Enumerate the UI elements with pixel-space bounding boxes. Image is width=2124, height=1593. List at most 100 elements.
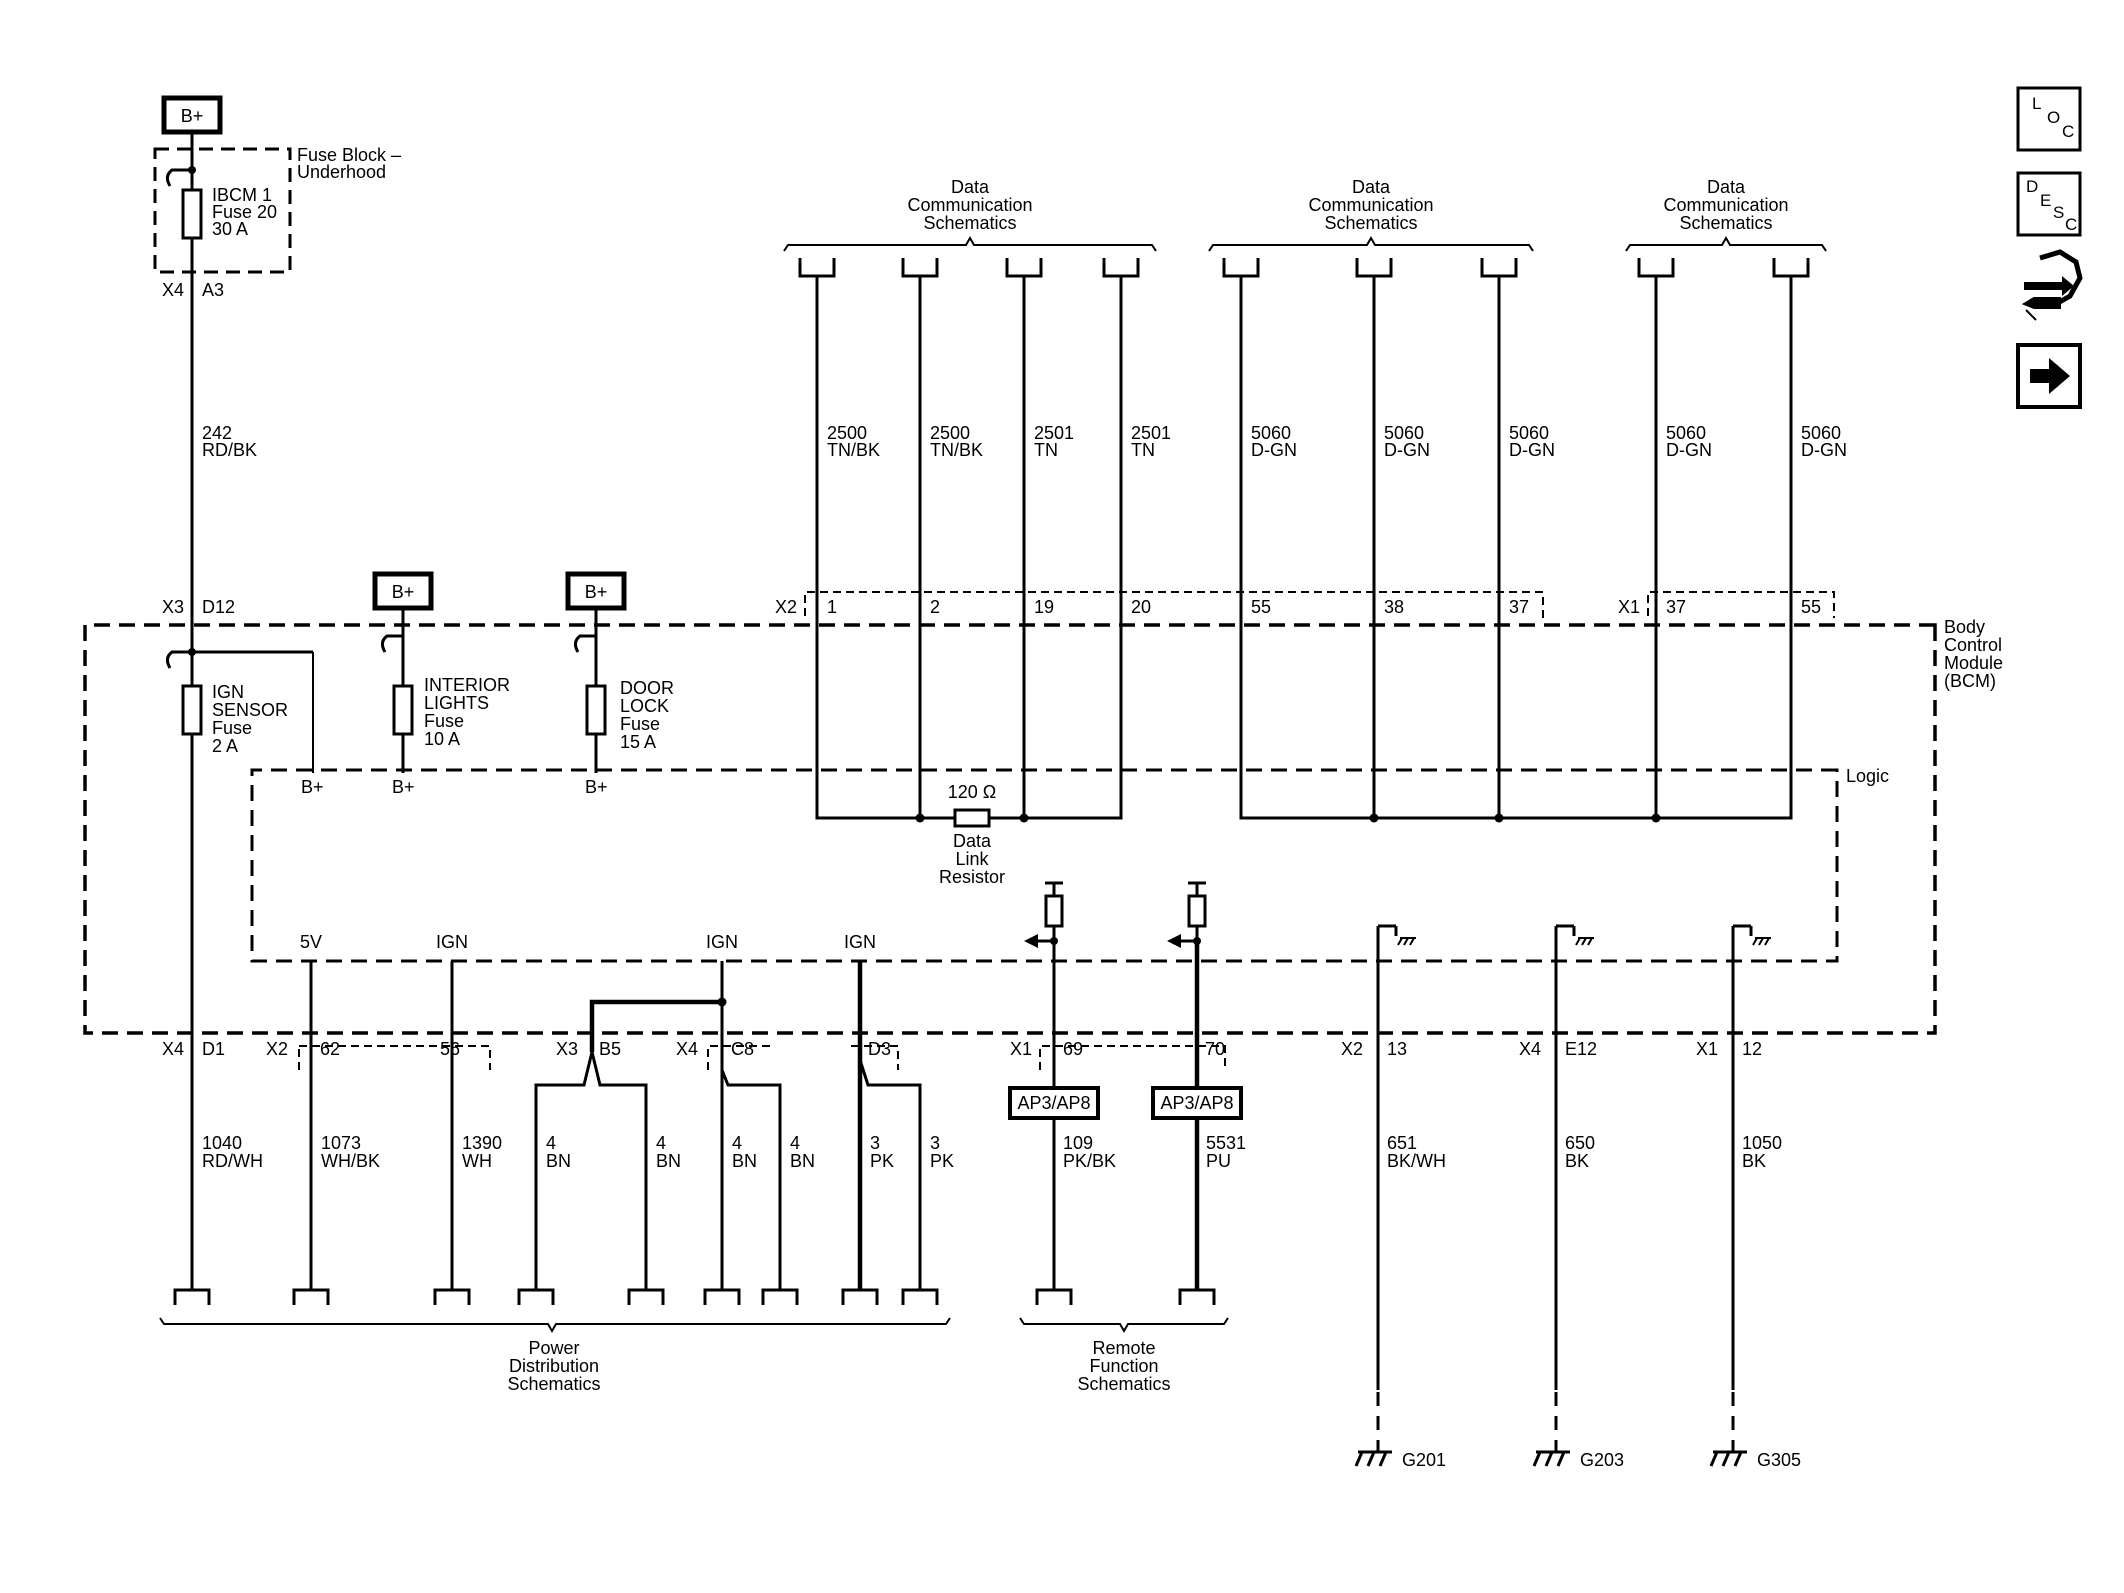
lin-bus xyxy=(1239,648,1793,820)
interior-lights-bplus-label: B+ xyxy=(392,777,415,797)
wire-splice-b5 xyxy=(589,999,722,1052)
connector-view-button[interactable] xyxy=(2021,249,2083,321)
power-wire-color: PK xyxy=(930,1151,954,1171)
connector-x2-bottom: X2 xyxy=(266,1039,288,1059)
door-lock-rating: 15 A xyxy=(620,732,656,752)
ign-sensor-fuse-label-3: Fuse xyxy=(212,718,252,738)
svg-text:E: E xyxy=(2040,191,2051,210)
feed-wire-color: RD/BK xyxy=(202,440,257,460)
data-wire-color: TN xyxy=(1131,440,1155,460)
loc-icon: L xyxy=(2032,94,2041,113)
data-wire-color: D-GN xyxy=(1251,440,1297,460)
pin-12: 12 xyxy=(1742,1039,1762,1059)
interior-lights-label-1: INTERIOR xyxy=(424,675,510,695)
data-wire-pin: 19 xyxy=(1034,597,1054,617)
power-wire-circuit: 1390 xyxy=(462,1133,502,1153)
output-5v: 5V xyxy=(300,932,322,952)
svg-text:AP3/AP8: AP3/AP8 xyxy=(1017,1093,1090,1113)
interior-lights-rating: 10 A xyxy=(424,729,460,749)
pin-d12: D12 xyxy=(202,597,235,617)
data-wire-color: D-GN xyxy=(1666,440,1712,460)
connector-x2-bottom-outline xyxy=(298,1045,491,1070)
ign-sensor-fuse-label-2: SENSOR xyxy=(212,700,288,720)
pin-d1: D1 xyxy=(202,1039,225,1059)
location-button[interactable]: L O C xyxy=(2016,86,2082,152)
data-wire-circuit: 5060 xyxy=(1801,423,1841,443)
data-wire-pin: 2 xyxy=(930,597,940,617)
bcm-title-2: Control xyxy=(1944,635,2002,655)
power-wire-color: BN xyxy=(790,1151,815,1171)
ign-sensor-fuse-rating: 2 A xyxy=(212,736,238,756)
fuse-block-title: Fuse Block – xyxy=(297,145,401,165)
data-comm-group-3: Data Communication Schematics xyxy=(1625,177,1827,252)
svg-text:Function: Function xyxy=(1089,1356,1158,1376)
data-wire-circuit: 5060 xyxy=(1384,423,1424,443)
data-wire-circuit: 2500 xyxy=(930,423,970,443)
svg-text:Data: Data xyxy=(1352,177,1391,197)
data-wire-pin: 38 xyxy=(1384,597,1404,617)
data-wire-pin: 55 xyxy=(1801,597,1821,617)
door-lock-fuse-icon xyxy=(585,684,607,736)
power-wire-circuit: 3 xyxy=(870,1133,880,1153)
ground-g203: G203 xyxy=(1532,1450,1624,1470)
interior-fuse-clip xyxy=(380,634,403,653)
output-ign-2: IGN xyxy=(706,932,738,952)
pin-e12: E12 xyxy=(1565,1039,1597,1059)
remote-function-bracket: Remote Function Schematics xyxy=(1019,1317,1229,1394)
pin-13: 13 xyxy=(1387,1039,1407,1059)
connector-x2-outline xyxy=(804,591,1544,618)
connector-x4-d1: X4 xyxy=(162,1039,184,1059)
fuse-block-underhood xyxy=(153,147,292,274)
interior-lights-label-3: Fuse xyxy=(424,711,464,731)
data-wire-circuit: 5060 xyxy=(1251,423,1291,443)
terminal-connector xyxy=(433,1288,471,1305)
terminal-connector xyxy=(627,1288,665,1305)
power-distribution-bracket: Power Distribution Schematics xyxy=(159,1317,951,1394)
data-wire-color: D-GN xyxy=(1384,440,1430,460)
ibcm1-fuse-rating: 30 A xyxy=(212,219,248,239)
desc-icon: D xyxy=(2026,177,2038,196)
data-wire-circuit: 2500 xyxy=(827,423,867,443)
connector-x4-ground: X4 xyxy=(1519,1039,1541,1059)
power-wire-color: BN xyxy=(656,1151,681,1171)
power-wire-circuit: 1073 xyxy=(321,1133,361,1153)
svg-text:Communication: Communication xyxy=(1663,195,1788,215)
connector-d3-outline xyxy=(851,1045,899,1070)
bcm-title-3: Module xyxy=(1944,653,2003,673)
svg-text:Schematics: Schematics xyxy=(923,213,1016,233)
connector-x3-bottom: X3 xyxy=(556,1039,578,1059)
svg-text:Data: Data xyxy=(1707,177,1746,197)
pin-56: 56 xyxy=(440,1039,460,1059)
fuse-block-clip xyxy=(165,168,192,187)
arrow-right-icon xyxy=(2030,358,2070,394)
remote-input-symbol-1 xyxy=(1024,881,1064,948)
door-lock-label-3: Fuse xyxy=(620,714,660,734)
connector-x2-top: X2 xyxy=(775,597,797,617)
description-button[interactable]: D E S C xyxy=(2016,171,2082,237)
power-wire-circuit: 4 xyxy=(546,1133,556,1153)
interior-lights-battery-source: B+ xyxy=(372,571,434,611)
pin-62: 62 xyxy=(320,1039,340,1059)
door-lock-battery-source: B+ xyxy=(565,571,627,611)
connector-x1-remote: X1 xyxy=(1010,1039,1032,1059)
data-wire-circuit: 5060 xyxy=(1509,423,1549,443)
ap3-ap8-splice-1: AP3/AP8 xyxy=(1008,1086,1100,1120)
data-comm-wires: 2500TN/BK12500TN/BK22501TN192501TN205060… xyxy=(798,258,1847,818)
svg-text:B+: B+ xyxy=(585,582,608,602)
next-page-button[interactable] xyxy=(2016,343,2082,409)
data-wire-color: TN/BK xyxy=(827,440,880,460)
door-lock-label-1: DOOR xyxy=(620,678,674,698)
connector-wrench-icon xyxy=(2039,249,2083,307)
wire-b5-right xyxy=(590,1051,648,1290)
wire-109-circuit: 109 xyxy=(1063,1133,1093,1153)
bcm-title-4: (BCM) xyxy=(1944,671,1996,691)
svg-text:Communication: Communication xyxy=(907,195,1032,215)
wire-5531-color: PU xyxy=(1206,1151,1231,1171)
terminal-connector xyxy=(517,1288,555,1305)
